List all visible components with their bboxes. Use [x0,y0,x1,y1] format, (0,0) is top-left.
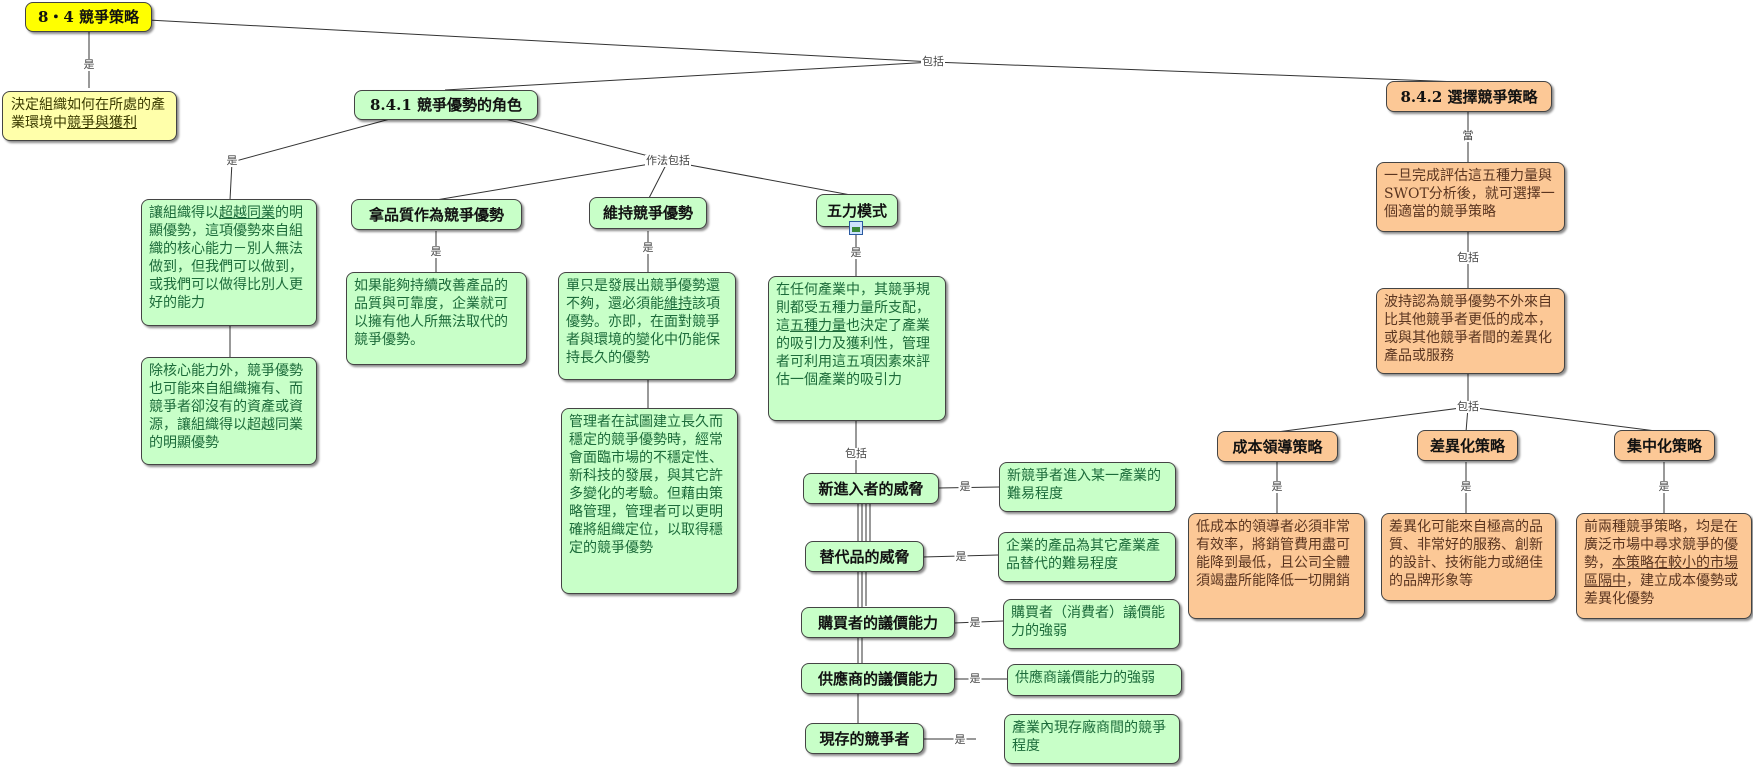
strategy-focus[interactable]: 集中化策略 [1614,430,1715,461]
force-new-entrants[interactable]: 新進入者的威脅 [803,473,939,504]
force-buyer-power[interactable]: 購買者的議價能力 [801,607,955,638]
strategy-differentiation[interactable]: 差異化策略 [1417,430,1518,461]
other-sources-node[interactable]: 除核心能力外，競爭優勢也可能來自組織擁有、而競爭者卻沒有的資產或資源，讓組織得以… [141,357,317,465]
sustain-advantage-node[interactable]: 維持競爭優勢 [589,197,707,229]
strategy-focus-desc[interactable]: 前兩種競爭策略，均是在廣泛市場中尋求競爭的優勢，本策略在較小的市場區隔中，建立成… [1576,513,1752,619]
when-node[interactable]: 一旦完成評估這五種力量與SWOT分析後，就可選擇一個適當的競爭策略 [1376,162,1565,232]
quality-advantage-node[interactable]: 拿品質作為競爭優勢 [351,199,522,230]
link-label-is: 是 [958,480,972,493]
link-label-includes: 包括 [1456,251,1480,264]
link-label-is: 是 [1270,480,1284,493]
link-label-is: 是 [968,616,982,629]
link-label-methods-include: 作法包括 [645,154,691,167]
force-supplier-power-desc[interactable]: 供應商議價能力的強弱 [1007,664,1182,696]
quality-description-node[interactable]: 如果能夠持續改善產品的品質與可靠度，企業就可以擁有他人所無法取代的競爭優勢。 [346,272,527,365]
link-label-is: 是 [953,733,967,746]
strategy-cost-leadership[interactable]: 成本領導策略 [1217,431,1338,462]
link-label-is: 是 [429,245,443,258]
strategy-cost-leadership-desc[interactable]: 低成本的領導者必須非常有效率，將銷管費用盡可能降到最低，且公司全體須竭盡所能降低… [1188,513,1365,619]
section-841-competitive-advantage[interactable]: 8.4.1 競爭優勢的角色 [354,90,538,120]
porter-node[interactable]: 波持認為競爭優勢不外來自比其他競爭者更低的成本，或與其他競爭者間的差異化產品或服… [1376,288,1565,374]
link-label-is: 是 [225,154,239,167]
force-existing-competitors-desc[interactable]: 產業內現存廠商間的競爭程度 [1004,714,1180,764]
five-forces-node[interactable]: 五力模式 [816,194,898,227]
force-substitutes[interactable]: 替代品的威脅 [805,541,924,572]
link-label-when: 當 [1461,129,1475,142]
strategy-differentiation-desc[interactable]: 差異化可能來自極高的品質、非常好的服務、創新的設計、技術能力或絕佳的品牌形象等 [1381,513,1556,601]
link-label-is: 是 [954,550,968,563]
force-supplier-power[interactable]: 供應商的議價能力 [801,663,955,694]
link-label-is: 是 [641,241,655,254]
link-label-includes: 包括 [844,447,868,460]
sustain-detail-node[interactable]: 管理者在試圖建立長久而穩定的競爭優勢時，經常會面臨市場的不穩定性、新科技的發展，… [561,408,738,594]
force-buyer-power-desc[interactable]: 購買者（消費者）議價能力的強弱 [1003,599,1180,649]
link-label-includes: 包括 [921,55,945,68]
link-label-is: 是 [849,246,863,259]
link-label-is: 是 [82,58,96,71]
link-label-is: 是 [1657,480,1671,493]
root-concept-competitive-strategy[interactable]: 8‧4 競爭策略 [25,2,152,32]
link-label-includes: 包括 [1456,400,1480,413]
force-substitutes-desc[interactable]: 企業的產品為其它產業產品替代的難易程度 [998,532,1176,582]
force-new-entrants-desc[interactable]: 新競爭者進入某一產業的難易程度 [999,462,1176,512]
definition-node[interactable]: 決定組織如何在所處的產業環境中競爭與獲利 [2,91,177,141]
link-label-is: 是 [968,672,982,685]
image-icon[interactable] [849,221,863,235]
advantage-definition-node[interactable]: 讓組織得以超越同業的明顯優勢，這項優勢來自組織的核心能力－別人無法做到，但我們可… [141,199,317,326]
link-label-is: 是 [1459,480,1473,493]
five-forces-description-node[interactable]: 在任何產業中，其競爭規則都受五種力量所支配，這五種力量也決定了產業的吸引力及獲利… [768,276,946,421]
sustain-description-node[interactable]: 單只是發展出競爭優勢還不夠，還必須能維持該項優勢。亦即，在面對競爭者與環境的變化… [558,272,736,380]
force-existing-competitors[interactable]: 現存的競爭者 [805,723,924,754]
section-842-choose-strategy[interactable]: 8.4.2 選擇競爭策略 [1386,81,1552,112]
